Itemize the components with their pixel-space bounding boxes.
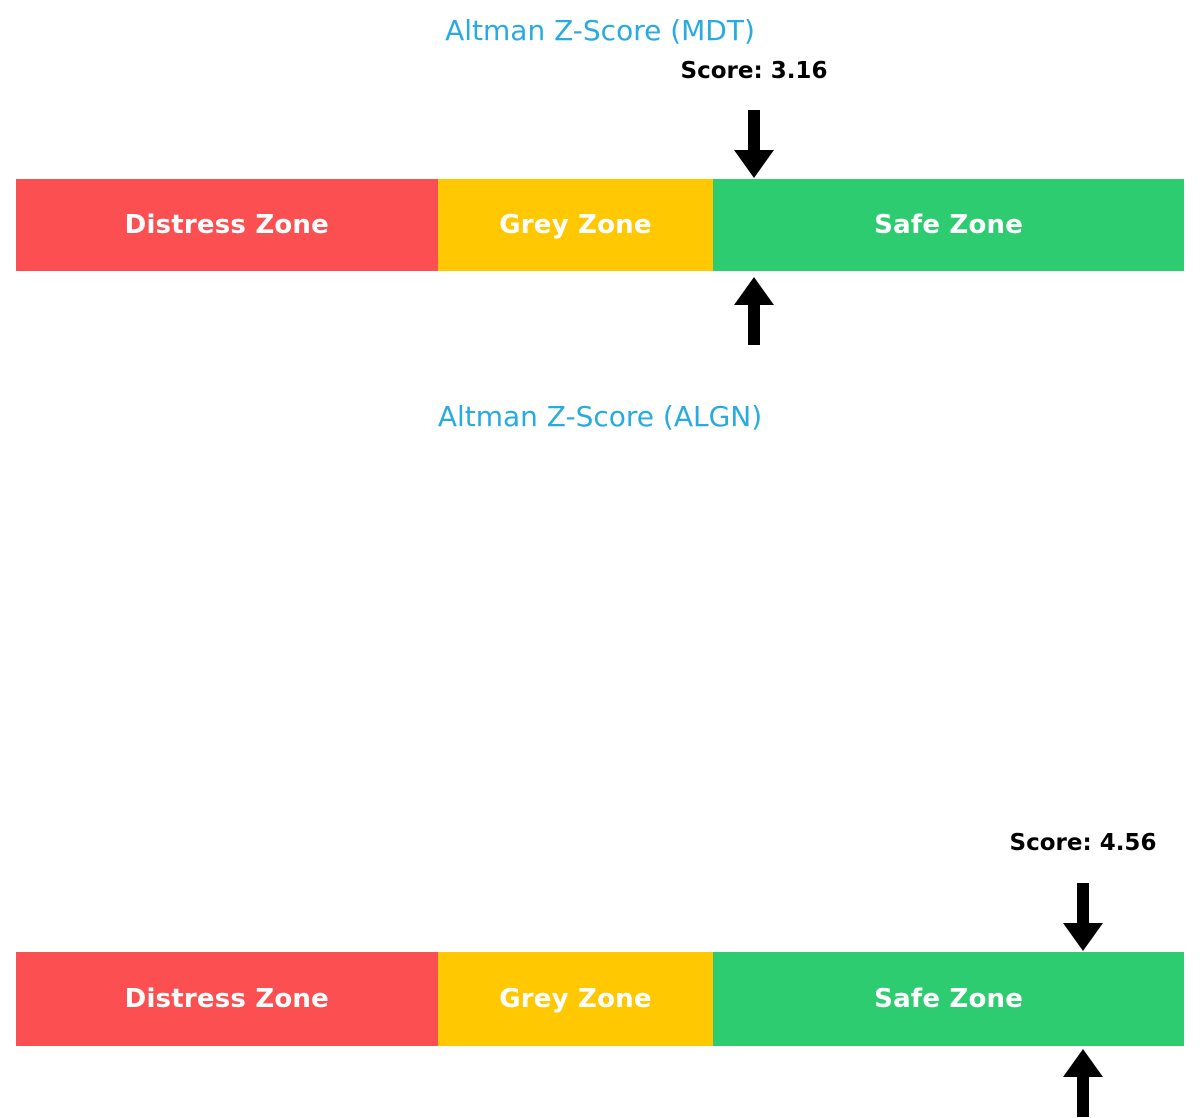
arrow-down-icon-mdt	[732, 110, 776, 179]
zone-grey-algn[interactable]: Grey Zone	[437, 952, 714, 1046]
page-title-mdt: Altman Z-Score (MDT)	[445, 14, 755, 47]
zone-label-distress: Distress Zone	[124, 984, 329, 1014]
zone-distress-algn[interactable]: Distress Zone	[16, 952, 438, 1046]
arrow-down-icon-algn	[1061, 883, 1105, 952]
page-title-algn: Altman Z-Score (ALGN)	[437, 400, 763, 433]
zone-label-distress: Distress Zone	[124, 210, 329, 240]
zone-label-safe: Safe Zone	[874, 984, 1024, 1014]
arrow-up-icon-algn	[1061, 1049, 1105, 1118]
zscore-panel-algn: Altman Z-Score (ALGN) Score: 4.56 Distre…	[0, 386, 1200, 1117]
score-label-algn: Score: 4.56	[1009, 830, 1157, 856]
zone-distress-mdt[interactable]: Distress Zone	[16, 179, 438, 271]
zscore-panel-mdt: Altman Z-Score (MDT) Score: 3.16 Distres…	[0, 0, 1200, 380]
zone-label-grey: Grey Zone	[499, 210, 652, 240]
zone-safe-algn[interactable]: Safe Zone	[713, 952, 1184, 1046]
zone-grey-mdt[interactable]: Grey Zone	[437, 179, 714, 271]
zone-safe-mdt[interactable]: Safe Zone	[713, 179, 1184, 271]
arrow-up-icon-mdt	[732, 277, 776, 346]
zone-label-grey: Grey Zone	[499, 984, 652, 1014]
zone-bar-algn: Distress Zone Grey Zone Safe Zone	[16, 952, 1184, 1046]
zone-bar-mdt: Distress Zone Grey Zone Safe Zone	[16, 179, 1184, 271]
score-label-mdt: Score: 3.16	[680, 58, 828, 84]
zone-label-safe: Safe Zone	[874, 210, 1024, 240]
